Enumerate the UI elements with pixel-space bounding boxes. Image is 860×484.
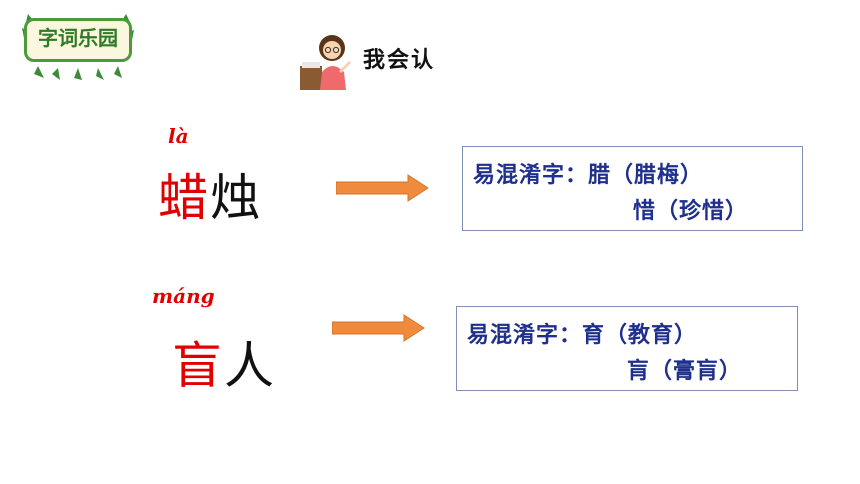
confusable-char-1b: 惜（珍惜） [633,198,749,224]
badge-label: 字词乐园 [38,26,118,50]
confusable-char-2a: 育（教育） [582,322,698,348]
confusable-char-1a: 腊（腊梅） [588,162,704,188]
vocab-word-2-rest: 人 [224,337,276,395]
confusable-label-1: 易混淆字： [473,162,589,188]
vocab-word-1-rest: 烛 [210,169,262,227]
confusable-box-1: 易混淆字：腊（腊梅） 惜（珍惜） [462,146,803,231]
pinyin-2: máng [152,284,215,308]
teacher-icon [300,35,352,90]
confusable-box-2: 易混淆字：育（教育） 肓（膏肓） [456,306,798,391]
pinyin-1: là [168,124,189,148]
vocab-word-1: 蜡烛 [158,158,262,230]
confusable-char-2b: 肓（膏肓） [627,358,743,384]
section-title: 我会认 [363,48,436,73]
section-badge: 字词乐园 [18,10,138,80]
vocab-word-2-highlight: 盲 [172,337,224,395]
vocab-word-1-highlight: 蜡 [158,169,210,227]
badge-frame [24,18,132,62]
vocab-word-2: 盲人 [172,326,276,398]
confusable-label-2: 易混淆字： [467,322,583,348]
arrow-right-icon [332,314,425,342]
arrow-right-icon [336,174,429,202]
